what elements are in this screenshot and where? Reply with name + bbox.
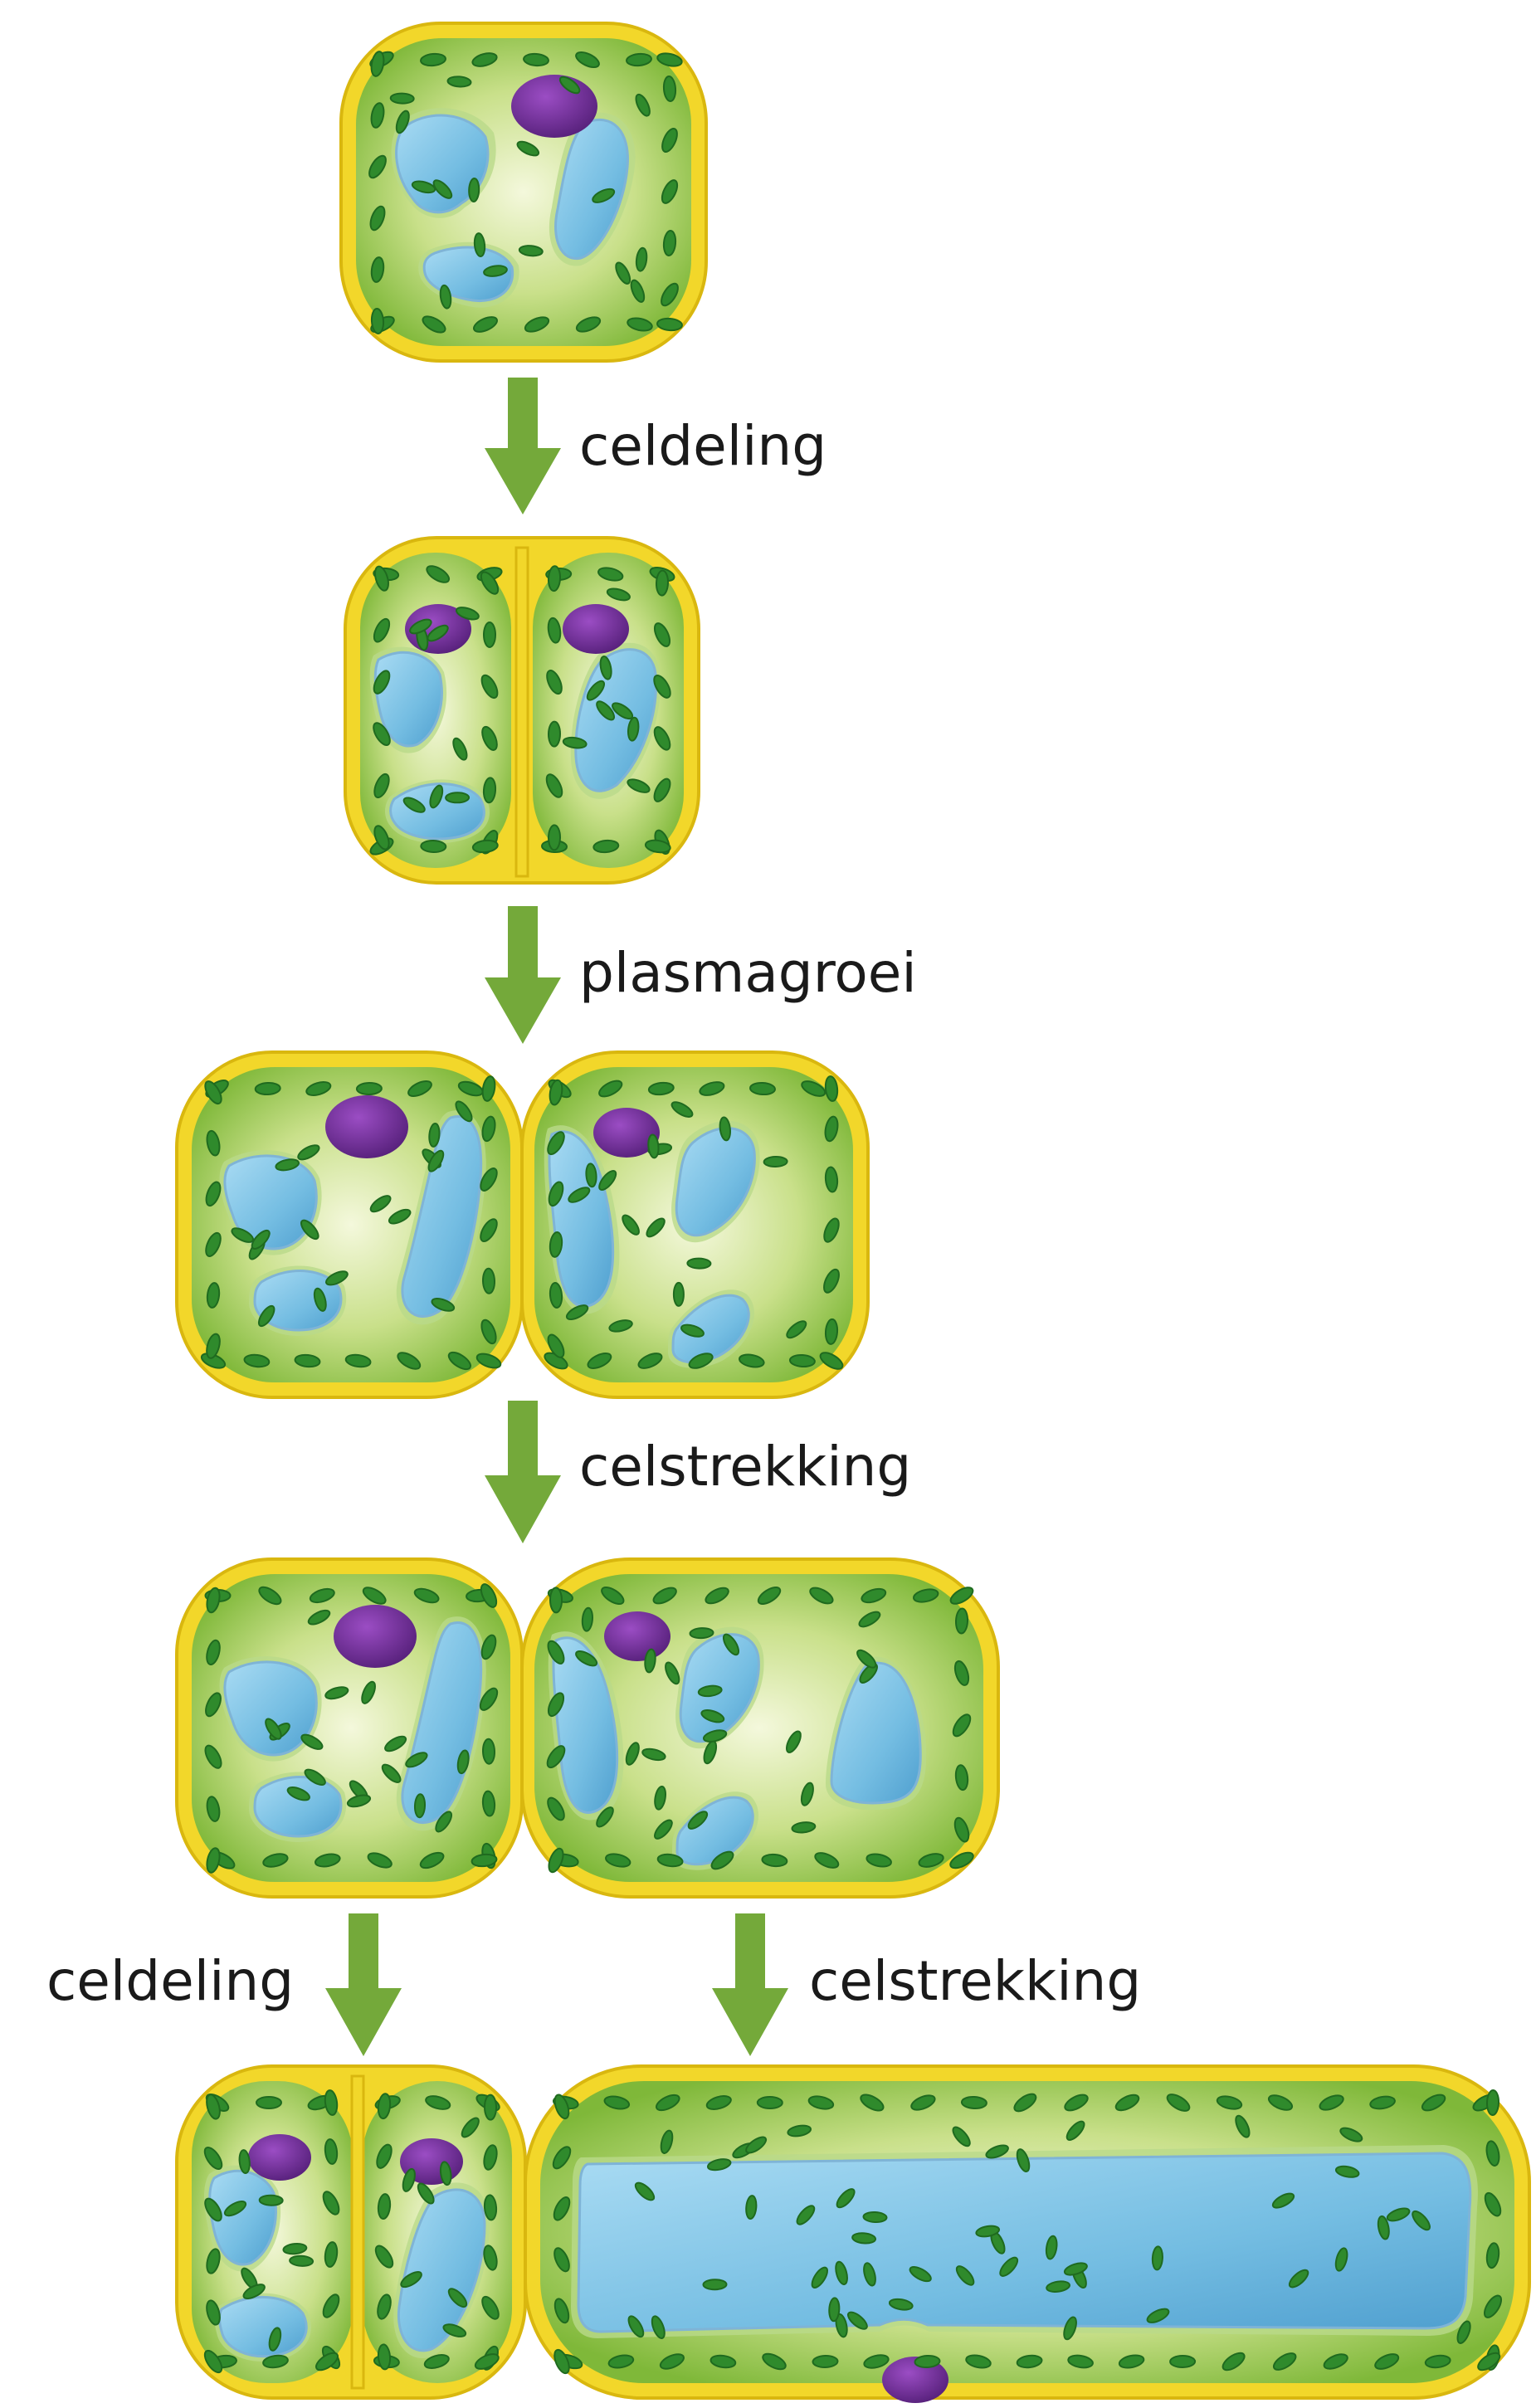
chloroplast	[255, 1082, 280, 1094]
arrow-celdeling-2	[325, 1913, 402, 2056]
nucleus-left-a	[248, 2134, 311, 2181]
nucleus-right	[563, 604, 629, 654]
chloroplast	[962, 2096, 987, 2108]
label-celstrekking-2: celstrekking	[809, 1949, 1141, 2013]
chloroplast	[1487, 2090, 1499, 2115]
chloroplast	[484, 622, 495, 647]
chloroplast	[256, 2097, 281, 2108]
chloroplast	[750, 1082, 776, 1095]
chloroplast	[414, 1794, 425, 1817]
chloroplast	[550, 1587, 562, 1612]
chloroplast	[955, 1608, 968, 1634]
chloroplast	[421, 841, 446, 853]
chloroplast	[763, 1157, 787, 1167]
arrow-celstrekking-2	[712, 1913, 788, 2056]
chloroplast	[548, 566, 561, 592]
label-celdeling-2: celdeling	[46, 1949, 294, 2013]
cell-stage-5	[177, 2066, 1529, 2403]
label-celstrekking-1: celstrekking	[579, 1435, 911, 1499]
chloroplast	[687, 1258, 710, 1269]
chloroplast	[656, 570, 668, 595]
new-cell-wall	[516, 548, 528, 876]
chloroplast	[674, 1283, 684, 1306]
chloroplast	[483, 1269, 495, 1294]
chloroplast	[260, 2195, 283, 2206]
chloroplast	[1152, 2246, 1163, 2270]
chloroplast	[829, 2298, 840, 2322]
new-cell-wall	[352, 2076, 363, 2388]
nucleus	[511, 75, 597, 138]
chloroplast	[469, 178, 480, 202]
chloroplast	[483, 1738, 495, 1763]
chloroplast	[812, 2356, 837, 2368]
label-plasmagroei: plasmagroei	[579, 941, 917, 1005]
arrow-celstrekking-1	[485, 1401, 561, 1543]
chloroplast	[690, 1627, 714, 1638]
chloroplast	[549, 825, 560, 850]
nucleus-right	[604, 1611, 670, 1661]
chloroplast	[914, 2355, 940, 2368]
chloroplast	[290, 2255, 314, 2266]
cell-stage-3	[177, 1052, 868, 1397]
chloroplast	[485, 2095, 496, 2120]
chloroplast	[863, 2211, 887, 2222]
arrow-celdeling-1	[485, 378, 561, 514]
cell-stage-2	[345, 538, 699, 883]
chloroplast	[703, 2279, 726, 2289]
chloroplast	[758, 2097, 783, 2108]
chloroplast	[357, 1083, 382, 1095]
cell-stage-4	[177, 1559, 998, 1897]
nucleus-left	[334, 1605, 417, 1668]
chloroplast	[391, 93, 414, 104]
chloroplast	[1170, 2356, 1195, 2367]
cell-stage-1	[341, 23, 706, 361]
chloroplast	[446, 792, 469, 802]
nucleus-left	[325, 1095, 408, 1158]
chloroplast	[549, 722, 560, 747]
label-celdeling-1: celdeling	[579, 414, 827, 478]
arrow-plasmagroei	[485, 906, 561, 1044]
